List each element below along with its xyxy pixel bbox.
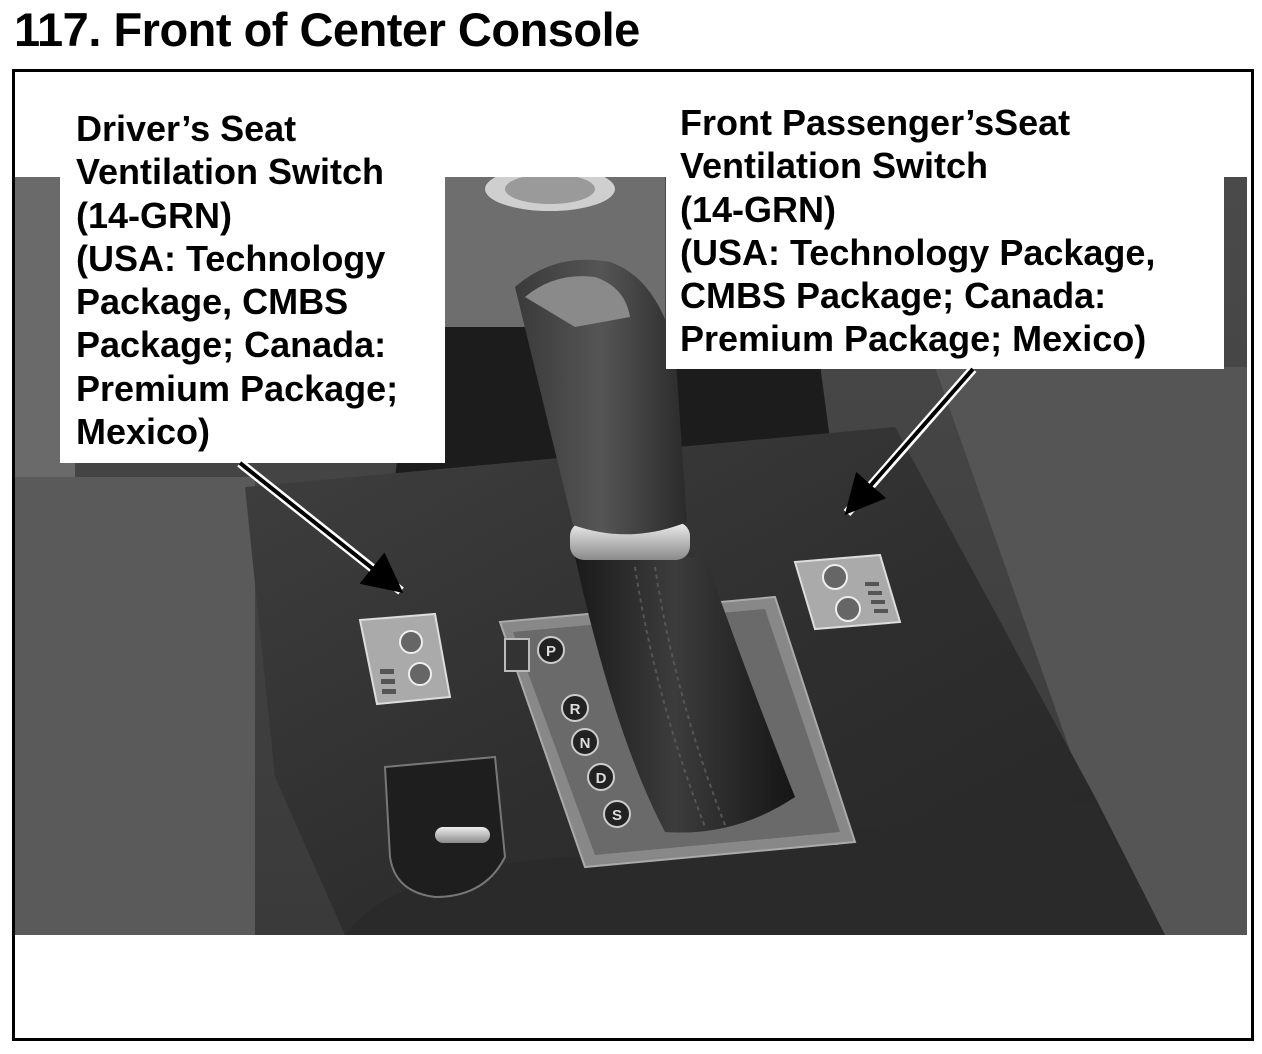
- callout-line: Package, CMBS: [76, 281, 349, 323]
- callout-line: (14-GRN): [76, 194, 233, 236]
- callout-line: Package; Canada:: [76, 324, 387, 366]
- callout-line: Front Passenger’sSeat: [680, 102, 1071, 143]
- callout-line: Premium Package;: [76, 367, 399, 409]
- callout-line: Mexico): [76, 411, 211, 453]
- callout-line: Ventilation Switch: [680, 145, 989, 187]
- callout-line: CMBS Package; Canada:: [680, 275, 1107, 317]
- callout-line: Ventilation Switch: [76, 151, 385, 193]
- figure-frame: P R N D S: [12, 69, 1254, 1041]
- callout-line: (USA: Technology Package,: [680, 231, 1156, 273]
- callout-line: (14-GRN): [680, 188, 837, 230]
- gear-p: P: [546, 643, 556, 660]
- passenger-seat-callout: Front Passenger’sSeat Ventilation Switch…: [666, 97, 1224, 369]
- callout-line: Premium Package; Mexico): [680, 318, 1147, 360]
- page-title: 117. Front of Center Console: [14, 3, 640, 56]
- passenger-vent-switch[interactable]: [793, 553, 902, 631]
- gear-d: D: [596, 770, 607, 787]
- gear-n: N: [580, 735, 591, 752]
- gear-s: S: [612, 807, 622, 824]
- driver-seat-callout: Driver’s Seat Ventilation Switch (14-GRN…: [60, 99, 445, 463]
- callout-line: Driver’s Seat: [76, 108, 297, 149]
- callout-line: (USA: Technology: [76, 237, 386, 279]
- gear-indicator: P R N D S: [537, 636, 631, 828]
- gear-r: R: [570, 701, 581, 718]
- driver-vent-switch[interactable]: [358, 612, 452, 706]
